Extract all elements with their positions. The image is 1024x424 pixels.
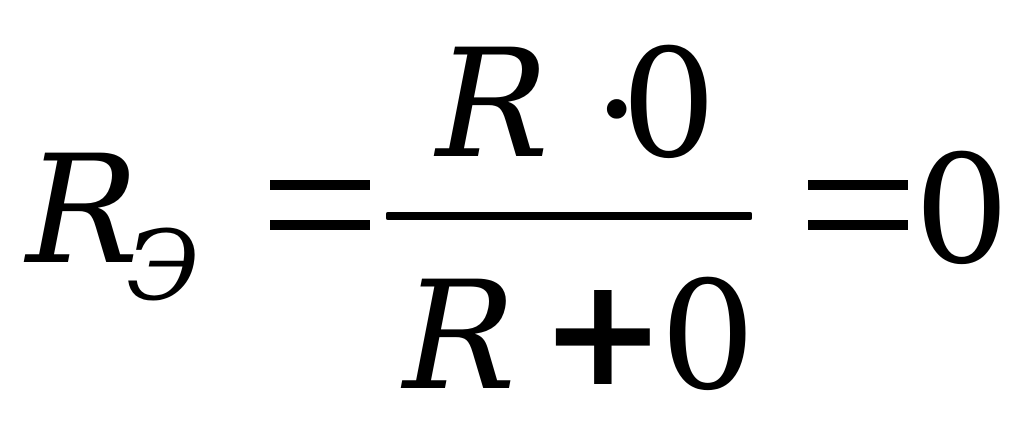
numerator-resistance-symbol: R — [436, 18, 549, 192]
fraction-bar — [386, 212, 752, 220]
denominator-resistance-symbol: R — [403, 250, 516, 424]
denominator-value: 0 — [660, 250, 756, 424]
equals-sign-2 — [808, 174, 908, 236]
result-value: 0 — [914, 124, 1010, 298]
formula: R Э R · 0 R + 0 0 — [26, 18, 1010, 424]
equals-sign-1 — [270, 174, 370, 236]
denominator-plus-operator: + — [540, 246, 666, 420]
lhs-subscript: Э — [126, 210, 200, 322]
lhs-resistance-symbol: R — [26, 124, 139, 298]
numerator-value: 0 — [621, 18, 717, 192]
numerator-multiply-operator: · — [593, 23, 641, 197]
